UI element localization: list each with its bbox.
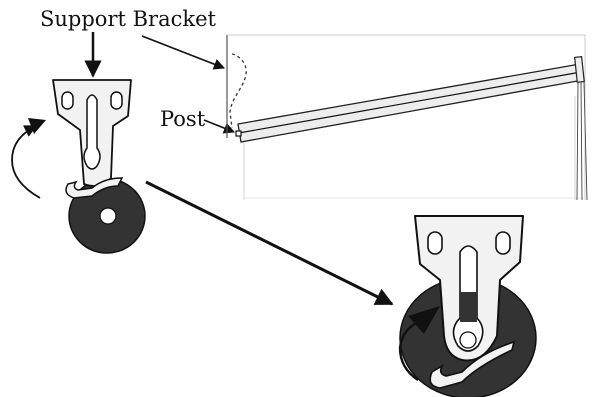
enlarged-bracket-assembly [399, 215, 537, 397]
support-bracket-label: Support Bracket [40, 7, 216, 31]
small-bracket-assembly [52, 79, 146, 254]
post-label: Post [160, 107, 206, 131]
window-bracket-pointer-arrow [141, 35, 226, 70]
post-marker [235, 130, 242, 137]
rotation-arrow-left [11, 118, 46, 199]
zoom-arrow [145, 180, 394, 306]
curved-arrow-icon [408, 306, 440, 334]
rotation-arrow-enlarged [398, 306, 440, 381]
post-pointer-arrow [203, 119, 236, 134]
window-shade-illustration [226, 34, 588, 201]
small-wheel-hub [99, 207, 117, 225]
curved-arrow-icon [28, 118, 46, 134]
rail-end-bracket [573, 55, 585, 83]
post-motion-path [229, 53, 247, 129]
